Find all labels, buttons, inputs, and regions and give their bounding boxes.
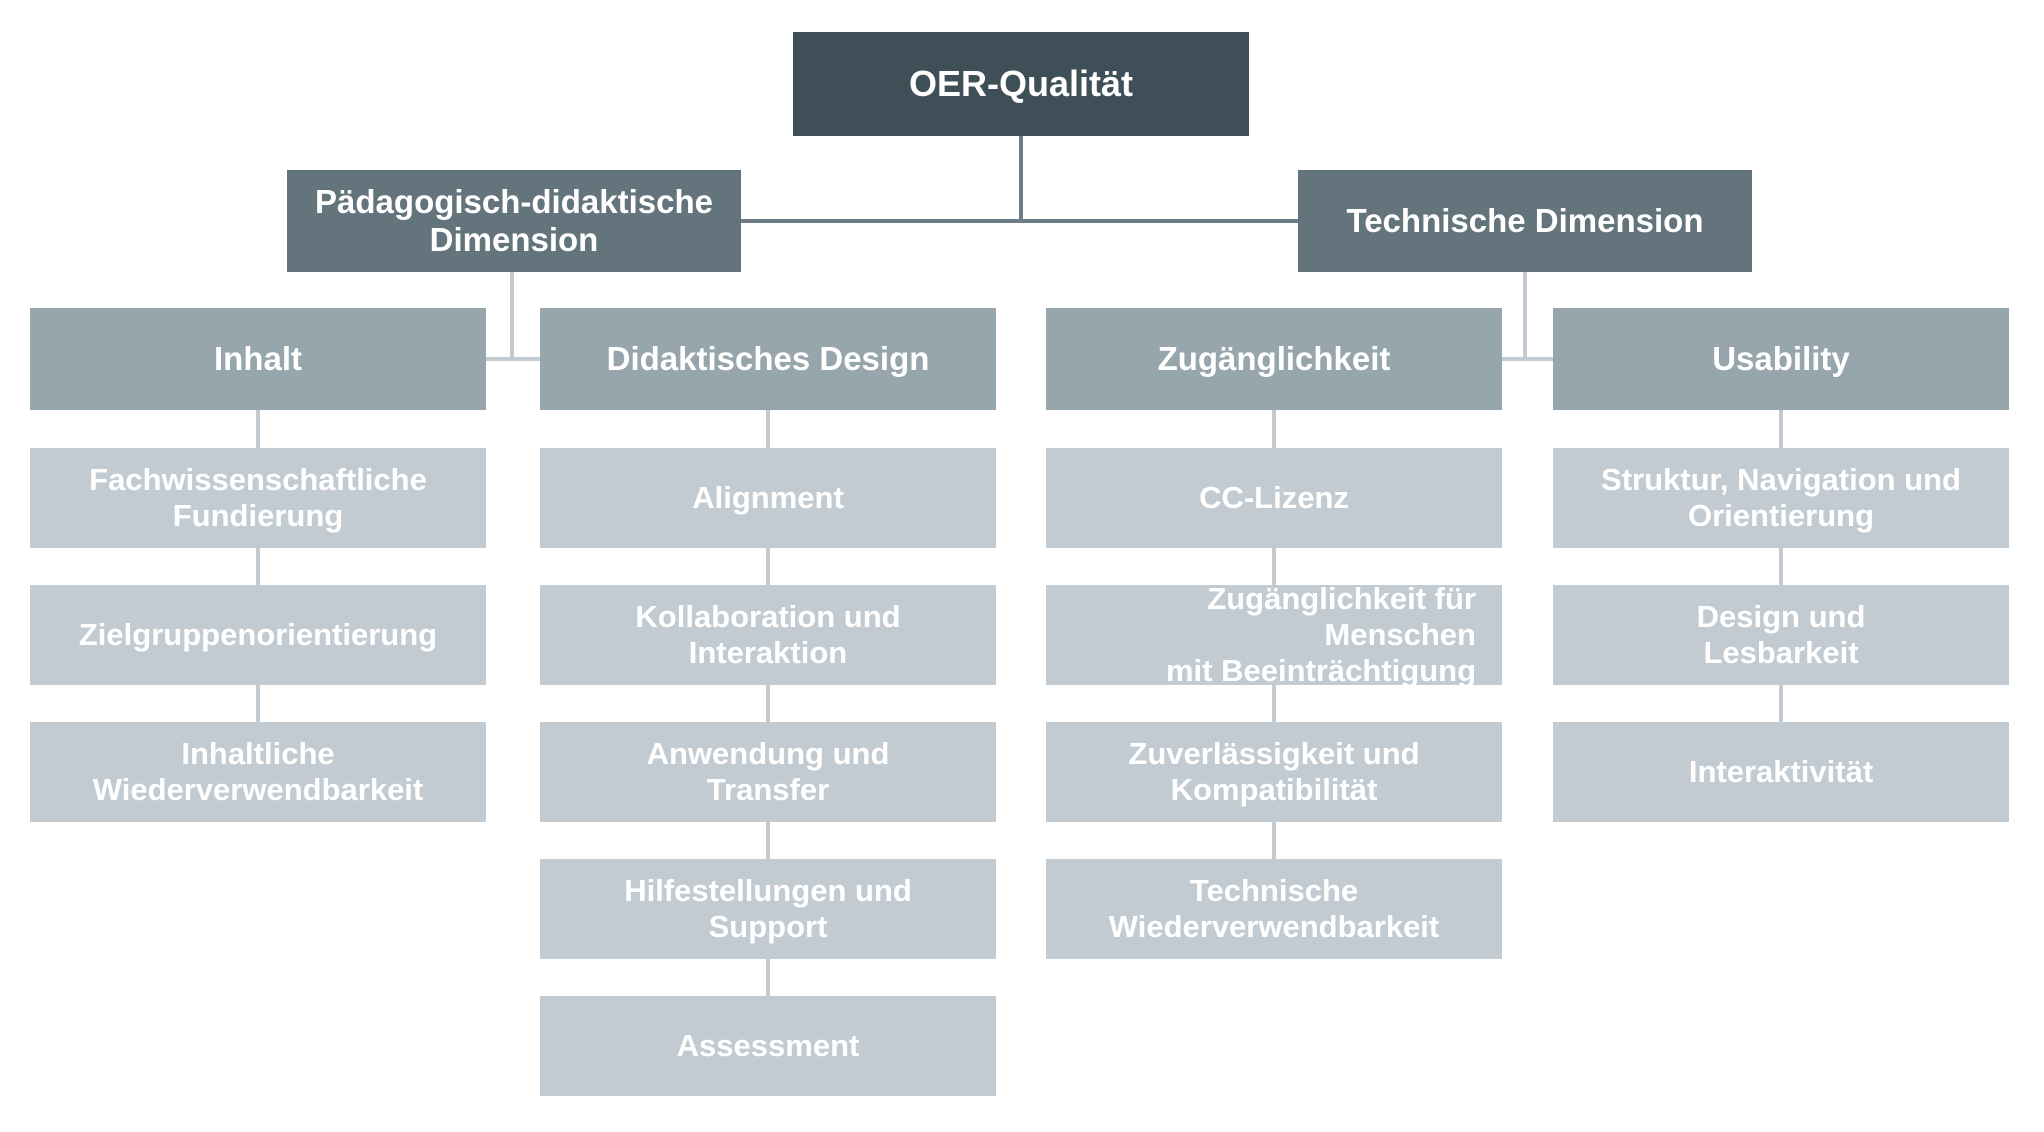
connector-col4-seg3 [1779,685,1783,722]
node-zugaenglichkeit: Zugänglichkeit [1046,308,1502,410]
connector-col2-seg5 [766,959,770,996]
node-alignment: Alignment [540,448,996,548]
connector-col3-seg1 [1272,410,1276,448]
connector-col1-seg2 [256,548,260,585]
node-kollaboration-und-interaktion: Kollaboration und Interaktion [540,585,996,685]
node-usability: Usability [1553,308,2009,410]
node-fachwissenschaftliche-fundierung: Fachwissenschaftliche Fundierung [30,448,486,548]
connector-col4-seg1 [1779,410,1783,448]
connector-col2-seg4 [766,822,770,859]
node-inhaltliche-wiederverwendbarkeit: Inhaltliche Wiederverwendbarkeit [30,722,486,822]
connector-col4-seg2 [1779,548,1783,585]
node-assessment: Assessment [540,996,996,1096]
connector-col3-seg4 [1272,822,1276,859]
connector-col2-seg2 [766,548,770,585]
connector-dimension-right-horizontal [1500,357,1555,361]
connector-dimension-left-horizontal [486,357,542,361]
node-zuverlaessigkeit-und-kompatibilitaet: Zuverlässigkeit und Kompatibilität [1046,722,1502,822]
connector-col3-seg2 [1272,548,1276,585]
connector-col2-seg3 [766,685,770,722]
node-zielgruppenorientierung: Zielgruppenorientierung [30,585,486,685]
connector-col2-seg1 [766,410,770,448]
node-zugaenglichkeit-fuer-menschen-mit-beeintraechtigung: Zugänglichkeit für Menschen mit Beeinträ… [1046,581,1502,688]
node-technische-dimension: Technische Dimension [1298,170,1752,272]
node-paedagogisch-didaktische-dimension: Pädagogisch-didaktische Dimension [287,170,741,272]
node-cc-lizenz: CC-Lizenz [1046,448,1502,548]
node-design-und-lesbarkeit: Design und Lesbarkeit [1553,585,2009,685]
connector-dimension-right-vertical [1523,272,1527,361]
connector-col1-seg1 [256,410,260,448]
node-interaktivitaet: Interaktivität [1553,722,2009,822]
node-oer-qualitaet: OER-Qualität [793,32,1249,136]
connector-root-horizontal [739,219,1302,223]
node-didaktisches-design: Didaktisches Design [540,308,996,410]
node-technische-wiederverwendbarkeit: Technische Wiederverwendbarkeit [1046,859,1502,959]
connector-dimension-left-vertical [510,272,514,361]
node-inhalt: Inhalt [30,308,486,410]
connector-root-vertical [1019,136,1023,221]
connector-col3-seg3 [1272,685,1276,722]
connector-col1-seg3 [256,685,260,722]
node-hilfestellungen-und-support: Hilfestellungen und Support [540,859,996,959]
node-anwendung-und-transfer: Anwendung und Transfer [540,722,996,822]
node-struktur-navigation-und-orientierung: Struktur, Navigation und Orientierung [1553,448,2009,548]
